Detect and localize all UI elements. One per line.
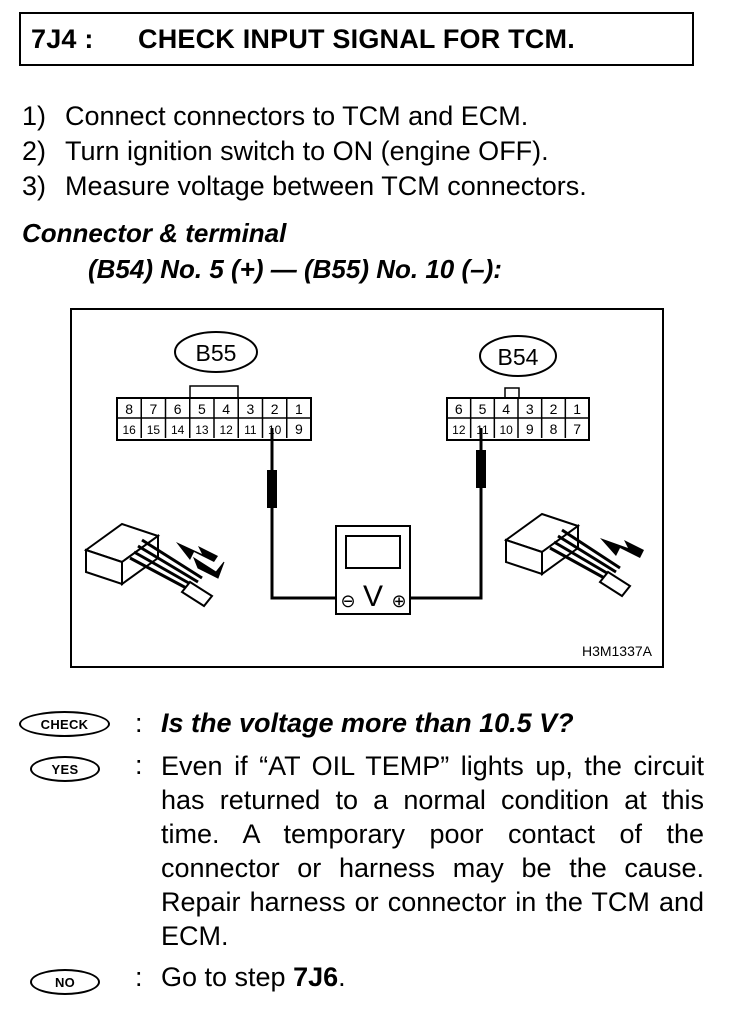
left-arrow-icon xyxy=(176,542,218,562)
b54-terminal-11: 11 xyxy=(476,423,489,437)
no-answer-prefix: Go to step xyxy=(161,962,294,992)
yes-colon: : xyxy=(135,750,143,780)
b55-terminal-9: 9 xyxy=(295,421,303,437)
check-question: Is the voltage more than 10.5 V? xyxy=(161,708,574,738)
no-answer-suffix: . xyxy=(338,962,346,992)
step-code: 7J4 : xyxy=(31,23,94,54)
b54-terminal-12: 12 xyxy=(452,423,466,437)
b55-terminal-13: 13 xyxy=(195,423,209,437)
b55-label-oval xyxy=(174,331,258,373)
procedure-steps: 1) Connect connectors to TCM and ECM. 2)… xyxy=(22,99,587,204)
right-harness-connector xyxy=(503,512,632,598)
step-title: CHECK INPUT SIGNAL FOR TCM. xyxy=(138,23,575,54)
b55-terminal-1: 1 xyxy=(295,401,303,417)
no-answer-text: Go to step 7J6. xyxy=(161,962,346,993)
b55-terminal-3: 3 xyxy=(246,401,254,417)
right-arrow-icon xyxy=(600,538,644,558)
b54-terminal-9: 9 xyxy=(526,421,534,437)
no-colon: : xyxy=(135,962,143,992)
b55-terminal-8: 8 xyxy=(125,401,133,417)
figure-id: H3M1337A xyxy=(582,643,653,659)
b54-terminal-5: 5 xyxy=(479,401,487,417)
negative-probe xyxy=(267,470,277,508)
left-harness-connector xyxy=(83,522,225,608)
b55-terminal-4: 4 xyxy=(222,401,230,417)
voltmeter: V ⊖ ⊕ xyxy=(335,525,411,615)
b55-terminal-6: 6 xyxy=(174,401,182,417)
no-badge: NO xyxy=(30,969,100,995)
plus-terminal: ⊕ xyxy=(391,591,406,612)
b54-terminal-2: 2 xyxy=(550,401,558,417)
step-title-box: 7J4 : CHECK INPUT SIGNAL FOR TCM. xyxy=(19,12,694,66)
b54-terminal-7: 7 xyxy=(573,421,581,437)
b55-terminal-7: 7 xyxy=(149,401,157,417)
step-text: Connect connectors to TCM and ECM. xyxy=(65,101,529,131)
b55-terminal-14: 14 xyxy=(171,423,185,437)
next-step-ref: 7J6 xyxy=(293,962,339,992)
check-badge: CHECK xyxy=(19,711,110,737)
b55-terminal-11: 11 xyxy=(244,423,257,437)
b54-terminal-6: 6 xyxy=(455,401,463,417)
b54-label-oval xyxy=(479,335,557,377)
b54-terminal-1: 1 xyxy=(573,401,581,417)
procedure-step: 1) Connect connectors to TCM and ECM. xyxy=(22,99,587,134)
check-colon: : xyxy=(135,708,143,738)
yes-badge: YES xyxy=(30,756,100,782)
meter-symbol: V xyxy=(363,580,383,613)
b54-terminal-8: 8 xyxy=(550,421,558,437)
b54-terminal-3: 3 xyxy=(526,401,534,417)
b55-label: B55 xyxy=(196,340,237,366)
step-number: 3) xyxy=(22,171,47,201)
minus-terminal: ⊖ xyxy=(340,591,355,612)
step-number: 1) xyxy=(22,101,47,131)
b55-terminal-10: 10 xyxy=(268,423,282,437)
b55-terminal-2: 2 xyxy=(271,401,279,417)
step-text: Measure voltage between TCM connectors. xyxy=(65,171,587,201)
positive-probe xyxy=(476,450,486,488)
b55-terminal-12: 12 xyxy=(219,423,233,437)
b55-terminal-16: 16 xyxy=(122,423,136,437)
b54-label: B54 xyxy=(498,344,539,370)
b55-terminal-5: 5 xyxy=(198,401,206,417)
procedure-step: 2) Turn ignition switch to ON (engine OF… xyxy=(22,134,587,169)
yes-answer-text: Even if “AT OIL TEMP” lights up, the cir… xyxy=(161,751,704,951)
b54-terminal-4: 4 xyxy=(502,401,510,417)
connector-terminal-detail: (B54) No. 5 (+) — (B55) No. 10 (–): xyxy=(88,254,502,284)
b54-terminal-10: 10 xyxy=(499,423,513,437)
b55-terminal-15: 15 xyxy=(147,423,161,437)
connector-heading: Connector & terminal xyxy=(22,218,287,248)
step-text: Turn ignition switch to ON (engine OFF). xyxy=(65,136,549,166)
step-number: 2) xyxy=(22,136,47,166)
procedure-step: 3) Measure voltage between TCM connector… xyxy=(22,169,587,204)
